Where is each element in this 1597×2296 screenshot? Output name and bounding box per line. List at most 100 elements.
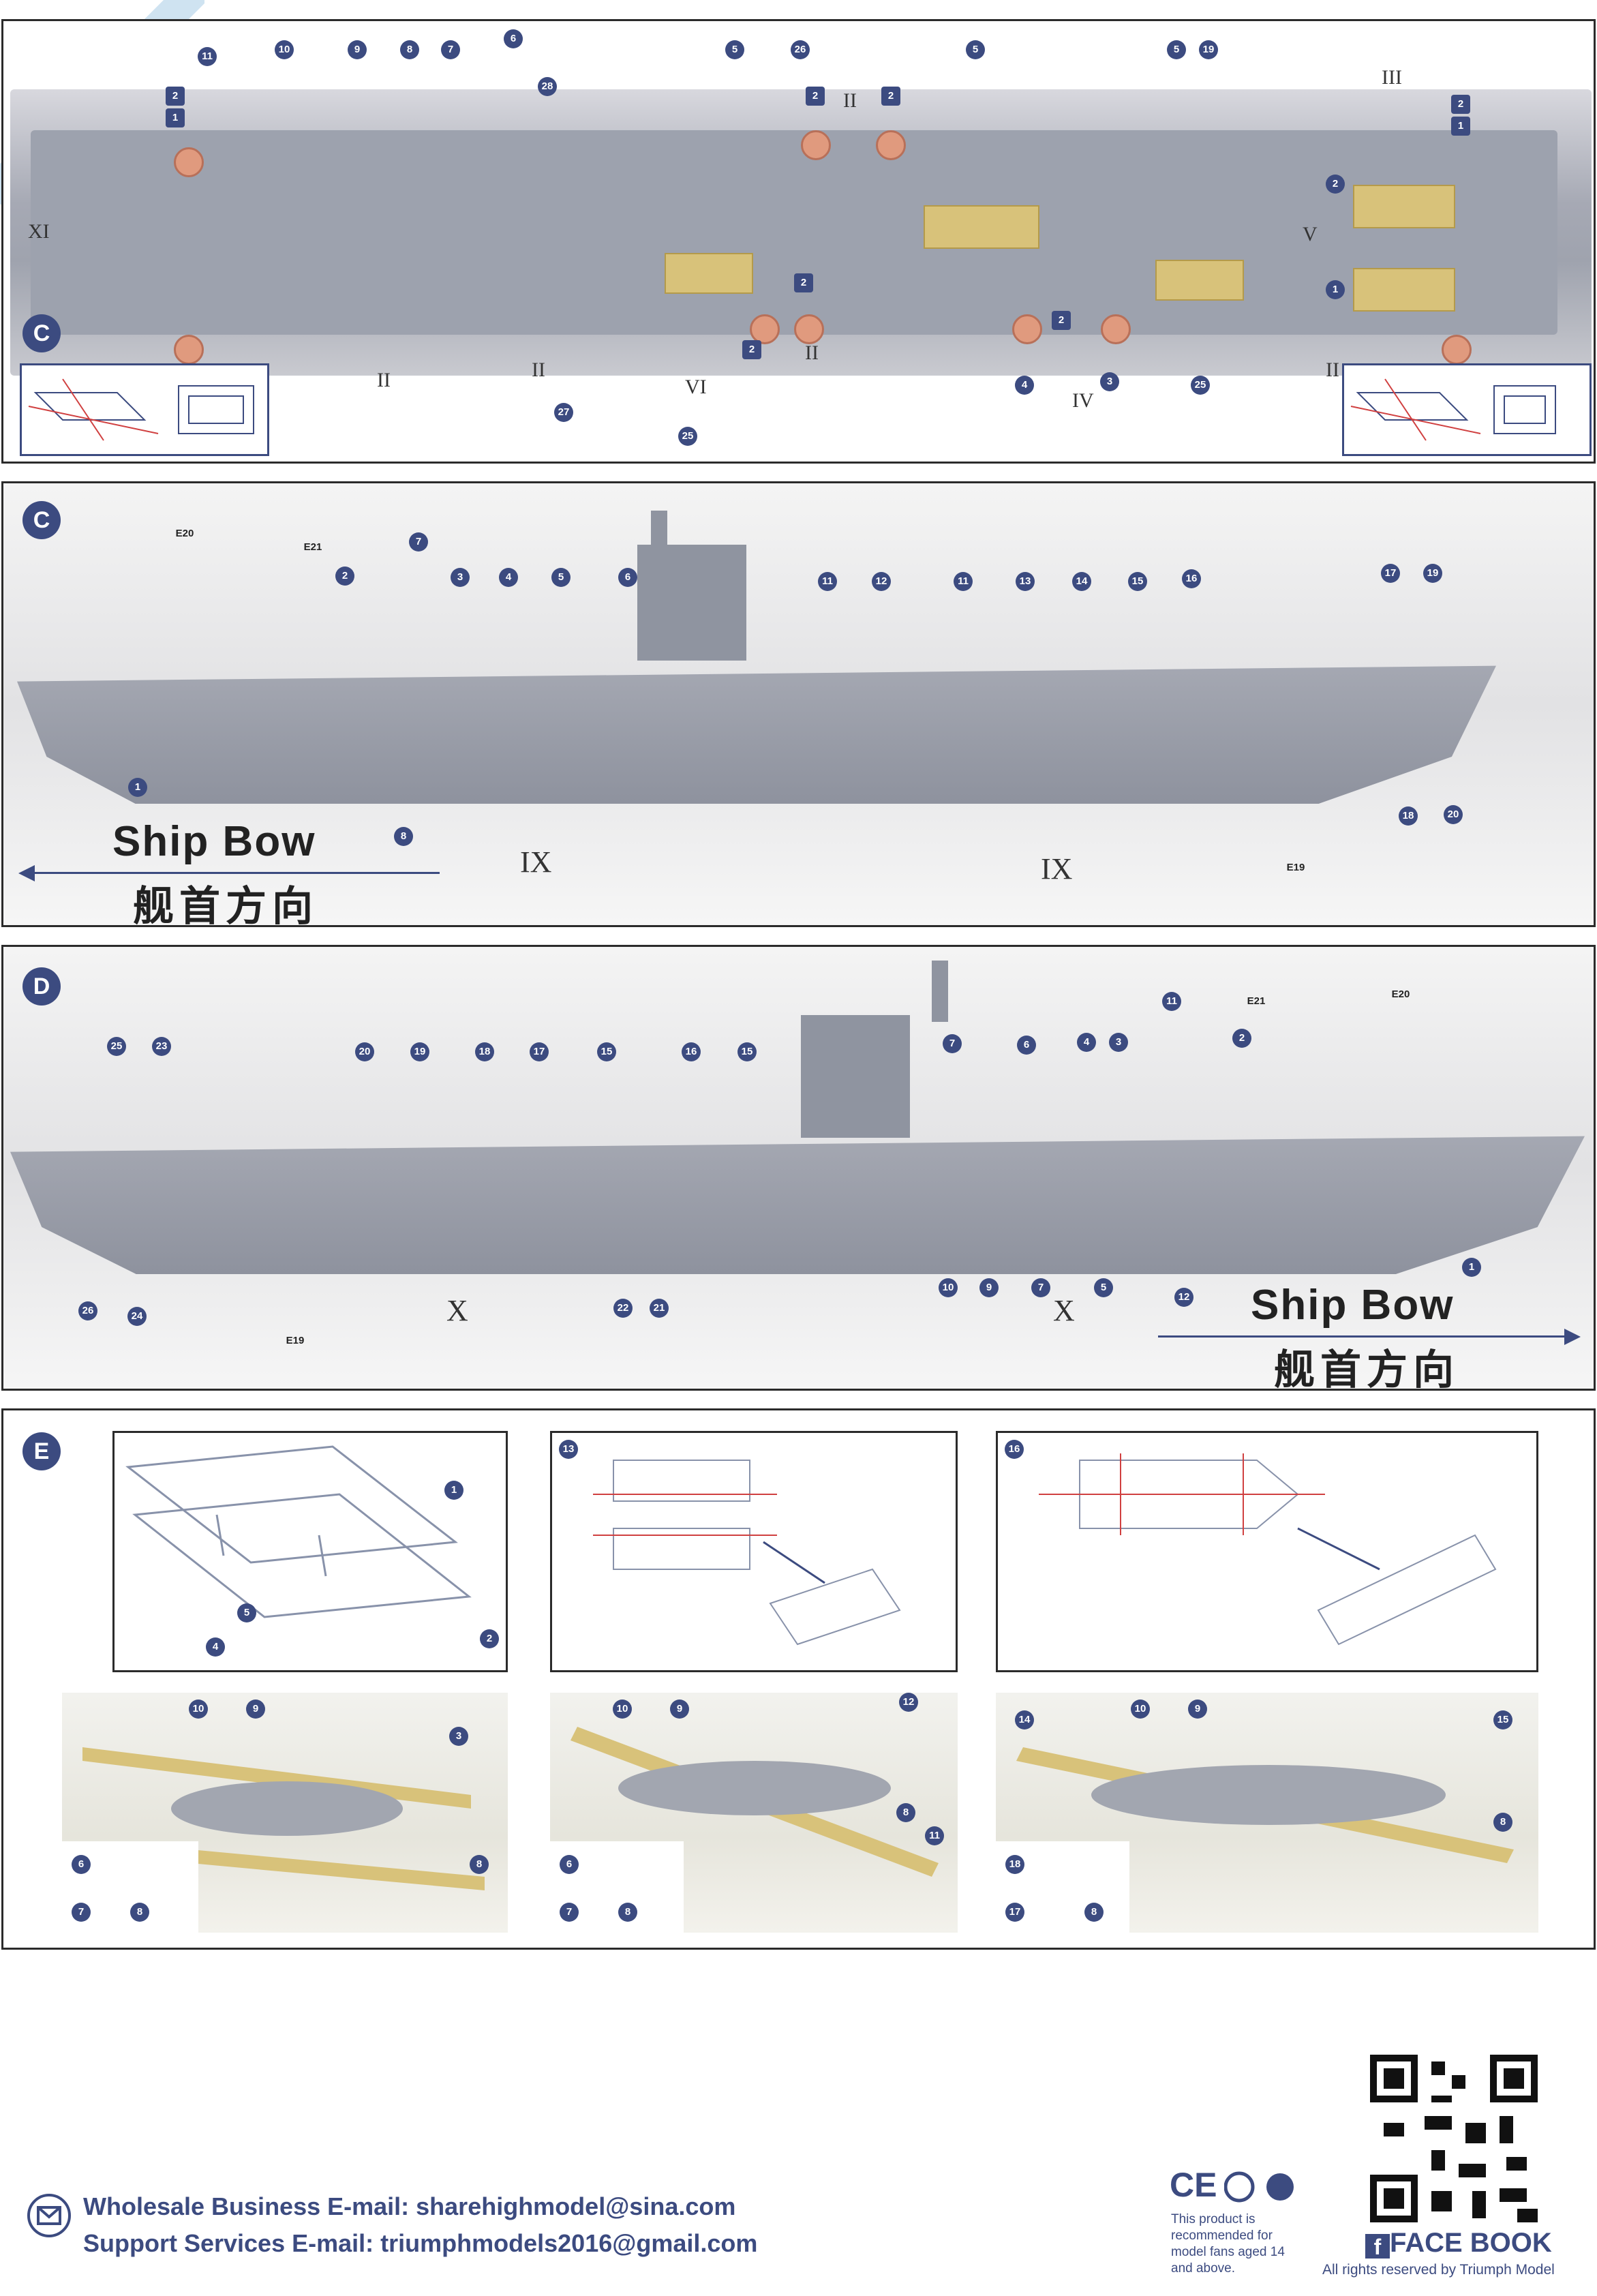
- flight-deck: [31, 130, 1557, 335]
- section-letter: C: [22, 501, 61, 539]
- callout: 1: [1462, 1258, 1481, 1277]
- callout: 17: [1005, 1903, 1024, 1922]
- callout-square: 2: [794, 273, 813, 292]
- callout: 11: [1162, 992, 1181, 1011]
- callout: 15: [737, 1042, 757, 1061]
- top-view-photo: [10, 89, 1592, 376]
- callout: 1: [1326, 280, 1345, 299]
- hull: [10, 1136, 1585, 1274]
- callout: 12: [872, 572, 891, 591]
- canopy-fold-diagram-icon: [593, 1460, 901, 1646]
- side-view-d-panel: D E21 E20 E19 25 23 20 19 18 17 15 16 15…: [1, 945, 1596, 1391]
- torpedo-plane-photo: 10 9 12 8 11 6 7 8: [550, 1693, 958, 1933]
- callout: 11: [818, 572, 837, 591]
- callout: 4: [206, 1637, 225, 1657]
- elevator-etch: [924, 205, 1039, 249]
- callout: 9: [348, 40, 367, 59]
- island: [801, 1015, 910, 1138]
- callout: 26: [791, 40, 810, 59]
- callout: 9: [1188, 1700, 1207, 1719]
- landing-gear-inset: 6 7 8: [62, 1841, 198, 1933]
- callout: 9: [670, 1700, 689, 1719]
- callout: 10: [275, 40, 294, 59]
- gun-tub: [801, 130, 831, 160]
- side-c-photo: [3, 483, 1594, 925]
- callout: 16: [682, 1042, 701, 1061]
- callout: 5: [1167, 40, 1186, 59]
- callout: 7: [441, 40, 460, 59]
- callout-square: 2: [742, 340, 761, 359]
- callout: 6: [560, 1855, 579, 1874]
- callout: 6: [72, 1855, 91, 1874]
- callout: 18: [475, 1042, 494, 1061]
- callout: 15: [1493, 1710, 1512, 1729]
- callout-square: 1: [166, 108, 185, 127]
- callout: 4: [1077, 1033, 1096, 1052]
- callout-square: 2: [1451, 95, 1470, 114]
- bow-arrow-icon: [18, 865, 35, 881]
- callout: 2: [335, 567, 354, 586]
- callout: 8: [618, 1903, 637, 1922]
- biplane-model: [82, 1747, 485, 1890]
- callout: 19: [1423, 564, 1442, 583]
- callout: 14: [1015, 1710, 1034, 1729]
- bow-arrow-line: [33, 872, 440, 874]
- monoplane-model: [571, 1727, 939, 1877]
- callout: 20: [355, 1042, 374, 1061]
- facebook-icon: f: [1365, 2234, 1390, 2259]
- callout: 5: [237, 1603, 256, 1622]
- callout: 19: [1199, 40, 1218, 59]
- canopy-13-diagram-box: 13: [550, 1431, 958, 1672]
- callout: 11: [925, 1826, 944, 1845]
- gun-tub: [1442, 335, 1472, 365]
- callout: 16: [1182, 569, 1201, 588]
- callout: 6: [504, 29, 523, 48]
- callout: 19: [410, 1042, 429, 1061]
- callout: 17: [1381, 564, 1400, 583]
- roman-marker: X: [446, 1294, 468, 1327]
- callout: 10: [939, 1278, 958, 1297]
- callout: 26: [78, 1301, 97, 1320]
- callout: 16: [1005, 1440, 1024, 1459]
- wholesale-email: Wholesale Business E-mail: sharehighmode…: [83, 2192, 736, 2220]
- detail-inset-right: [1342, 363, 1592, 456]
- island: [637, 545, 746, 661]
- callout: 5: [1094, 1278, 1113, 1297]
- callout: 13: [1016, 572, 1035, 591]
- bow-arrow-icon: [1564, 1329, 1581, 1345]
- gun-tub: [1101, 314, 1131, 344]
- callout: 14: [1072, 572, 1091, 591]
- callout: 6: [1017, 1036, 1036, 1055]
- callout-square: 2: [806, 87, 825, 106]
- callout: 8: [130, 1903, 149, 1922]
- roman-marker: II: [1326, 359, 1339, 381]
- callout: 4: [1015, 376, 1034, 395]
- callout: 7: [560, 1903, 579, 1922]
- callout-square: 2: [881, 87, 900, 106]
- landing-gear-inset: 6 7 8: [550, 1841, 684, 1933]
- support-email: Support Services E-mail: triumphmodels20…: [83, 2229, 758, 2257]
- callout: 13: [559, 1440, 578, 1459]
- callout: 28: [538, 77, 557, 96]
- callout: 17: [530, 1042, 549, 1061]
- elevator-etch: [1353, 268, 1455, 312]
- callout: 8: [400, 40, 419, 59]
- roman-marker: X: [1053, 1294, 1075, 1327]
- callout: 25: [678, 427, 697, 446]
- callout: 8: [470, 1855, 489, 1874]
- callout: 8: [1084, 1903, 1104, 1922]
- part-label: E20: [175, 528, 194, 539]
- landing-gear-inset: 18 17 8: [996, 1841, 1129, 1933]
- callout: 10: [189, 1700, 208, 1719]
- gun-tub: [750, 314, 780, 344]
- callout: 10: [1131, 1700, 1150, 1719]
- callout: 25: [107, 1037, 126, 1056]
- callout: 25: [1191, 376, 1210, 395]
- folding-diagram-icon: [28, 378, 254, 441]
- biplane-diagram-box: 1 5 4 2: [112, 1431, 508, 1672]
- side-d-photo: [3, 947, 1594, 1389]
- part-label: E20: [1391, 988, 1410, 1000]
- mast: [932, 961, 948, 1022]
- callout: 20: [1444, 805, 1463, 824]
